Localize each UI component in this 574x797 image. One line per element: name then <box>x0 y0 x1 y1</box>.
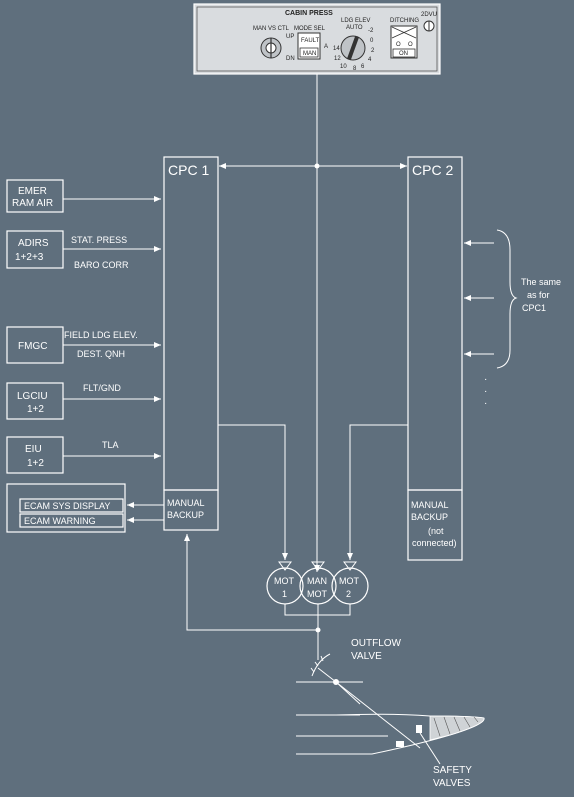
motor-triangles <box>278 561 357 571</box>
cpc1-unit: CPC 1 MANUAL BACKUP <box>163 156 219 531</box>
tla-label: TLA <box>102 440 119 450</box>
ldg-elev-knob[interactable] <box>340 35 366 61</box>
mot2-num: 2 <box>346 589 351 599</box>
field-ldg-elev-label: FIELD LDG ELEV. <box>64 330 138 340</box>
dial-mark: 0 <box>370 38 374 44</box>
same-as-line1: The same <box>521 277 561 287</box>
mot2-label: MOT <box>339 576 359 586</box>
a-label: A <box>324 44 328 50</box>
panel-link <box>219 74 407 572</box>
cpc1-title: CPC 1 <box>168 162 209 178</box>
cpc1-backup-line2: BACKUP <box>167 510 204 520</box>
dots: · <box>484 386 487 397</box>
o-label: O <box>408 42 413 48</box>
cpc2-backup-line2: BACKUP <box>411 512 448 522</box>
eiu-box: EIU 1+2 TLA <box>6 436 161 474</box>
dial-mark: 6 <box>361 64 365 70</box>
dial-mark: 2 <box>371 48 375 54</box>
eiu-num-label: 1+2 <box>27 458 44 469</box>
man-vs-ctl-switch[interactable] <box>260 37 282 59</box>
mot1-label: MOT <box>274 576 294 586</box>
ldg-elev-dial-marks: -2 0 2 4 6 8 10 12 14 <box>333 28 375 72</box>
dial-mark: 10 <box>340 64 347 70</box>
panel-title: CABIN PRESS <box>285 10 333 17</box>
dial-mark: 14 <box>333 46 340 52</box>
dn-label: DN <box>286 56 295 62</box>
mode-sel-button[interactable]: FAULT MAN <box>297 32 321 60</box>
outflow-label-line1: OUTFLOW <box>351 638 402 649</box>
ecam-warning-label: ECAM WARNING <box>24 516 96 526</box>
adirs-num-label: 1+2+3 <box>15 252 44 263</box>
stat-press-label: STAT. PRESS <box>71 235 127 245</box>
cpc1-backup-line1: MANUAL <box>167 498 205 508</box>
safety-label-line2: VALVES <box>433 778 471 789</box>
baro-corr-label: BARO CORR <box>74 260 129 270</box>
man-vs-ctl-label: MAN VS CTL <box>253 26 290 32</box>
lgciu-label: LGCIU <box>17 391 48 402</box>
dest-qnh-label: DEST. QNH <box>77 349 125 359</box>
fuselage-section: SAFETY VALVES <box>296 681 485 789</box>
dial-mark: 8 <box>353 66 357 72</box>
emer-label: EMER <box>18 186 47 197</box>
emer-ram-air-box: EMER RAM AIR <box>6 179 161 213</box>
pivot-label: 2DVU <box>421 12 437 18</box>
lgciu-num-label: 1+2 <box>27 404 44 415</box>
manual-motor: MAN MOT <box>299 567 337 605</box>
ditching-button[interactable]: O O ON <box>390 25 418 59</box>
same-as-line2: as for <box>527 290 550 300</box>
motor-assembly: MOT 1 MAN MOT MOT 2 <box>266 561 369 660</box>
ecam-box: ECAM SYS DISPLAY ECAM WARNING <box>6 483 164 533</box>
fault-label: FAULT <box>301 38 320 44</box>
ditching-label: DITCHING <box>390 18 419 24</box>
flt-gnd-label: FLT/GND <box>83 383 121 393</box>
dots: · <box>484 398 487 409</box>
adirs-label: ADIRS <box>18 238 49 249</box>
cabin-press-panel: CABIN PRESS MAN VS CTL UP DN MODE SEL FA… <box>193 3 441 75</box>
man-label: MAN <box>303 51 316 57</box>
panel-screw <box>423 20 435 32</box>
mode-sel-label: MODE SEL <box>294 26 326 32</box>
adirs-box: ADIRS 1+2+3 STAT. PRESS BARO CORR <box>6 230 161 270</box>
cpc2-backup-line3: (not <box>428 526 444 536</box>
fmgc-box: FMGC FIELD LDG ELEV. DEST. QNH <box>6 326 161 364</box>
cpc2-backup-line4: connected) <box>412 538 457 548</box>
ldg-elev-label: LDG ELEV <box>341 18 370 24</box>
motor-2: MOT 2 <box>331 567 369 605</box>
cpc2-inputs: · · · The same as for CPC1 <box>464 229 561 409</box>
dots: · <box>484 374 487 385</box>
up-label: UP <box>286 34 294 40</box>
cpc2-backup-line1: MANUAL <box>411 500 449 510</box>
motor-wiring <box>218 424 408 560</box>
motor-1: MOT 1 <box>266 567 304 605</box>
auto-label: AUTO <box>346 25 363 31</box>
dial-mark: 12 <box>334 56 341 62</box>
mot1-num: 1 <box>282 589 287 599</box>
cpc2-title: CPC 2 <box>412 162 453 178</box>
o-label: O <box>396 42 401 48</box>
same-as-line3: CPC1 <box>522 303 546 313</box>
ram-air-label: RAM AIR <box>12 198 53 209</box>
safety-label-line1: SAFETY <box>433 765 472 776</box>
lgciu-box: LGCIU 1+2 FLT/GND <box>6 382 161 420</box>
outflow-valve: OUTFLOW VALVE <box>296 638 402 705</box>
dial-mark: -2 <box>368 28 374 34</box>
cpc2-unit: CPC 2 MANUAL BACKUP (not connected) <box>407 156 463 561</box>
man-mot-line1: MAN <box>307 576 327 586</box>
fmgc-label: FMGC <box>18 341 47 352</box>
ecam-sys-display-label: ECAM SYS DISPLAY <box>24 501 110 511</box>
on-label: ON <box>399 51 408 57</box>
outflow-label-line2: VALVE <box>351 651 382 662</box>
backup-feedback <box>184 534 321 633</box>
dial-mark: 4 <box>368 57 372 63</box>
man-mot-line2: MOT <box>307 589 327 599</box>
eiu-label: EIU <box>25 444 42 455</box>
